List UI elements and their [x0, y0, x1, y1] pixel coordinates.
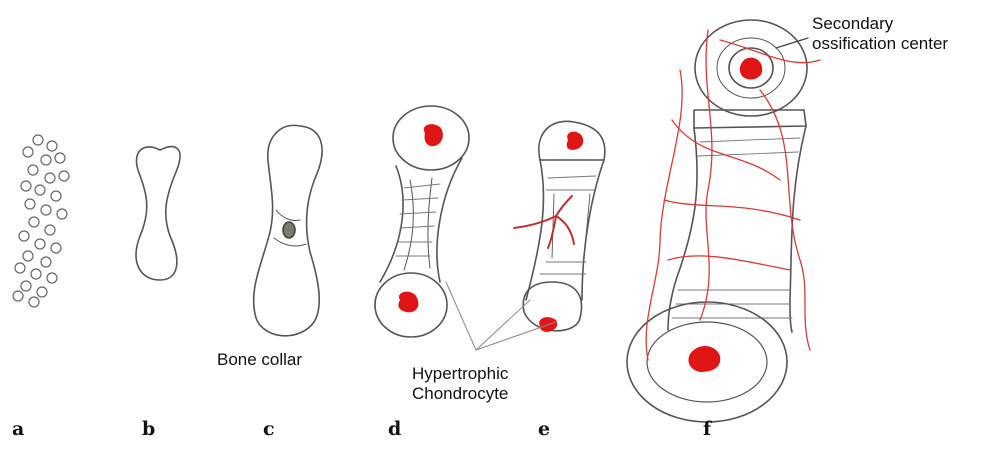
stage-a-mesenchyme-cells	[13, 135, 69, 307]
hypertrophic-label-line2: Chondrocyte	[412, 384, 508, 404]
secondary-label-line2: ossification center	[812, 34, 948, 54]
stage-c-bone-collar	[254, 125, 322, 335]
panel-letter-a: a	[12, 418, 24, 440]
hypertrophic-pointer-lines	[446, 282, 556, 350]
panel-letter-f: f	[703, 418, 711, 440]
stage-b-cartilage-model	[136, 147, 180, 280]
secondary-label-line1: Secondary	[812, 14, 893, 34]
stage-e-bone	[514, 121, 605, 332]
panel-letter-d: d	[388, 418, 401, 440]
panel-letter-e: e	[538, 418, 550, 440]
hypertrophic-label-line1: Hypertrophic	[412, 364, 508, 384]
stage-f-bone	[627, 20, 820, 422]
bone-collar-label: Bone collar	[217, 350, 302, 370]
panel-letter-c: c	[263, 418, 275, 440]
secondary-pointer-line	[776, 38, 808, 48]
panel-letter-b: b	[142, 418, 155, 440]
